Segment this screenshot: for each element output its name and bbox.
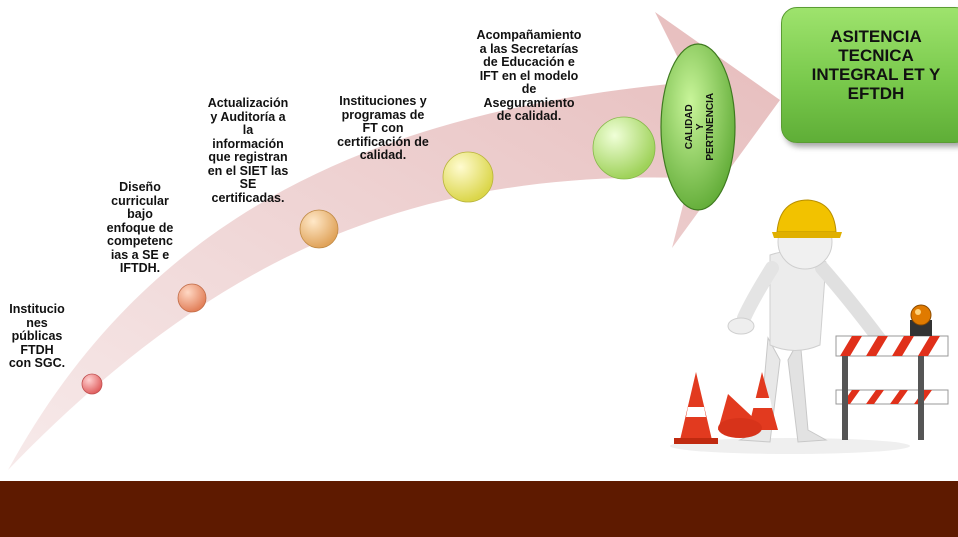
warning-light-icon [910, 304, 932, 336]
step-label-5: Acompañamiento a las Secretarías de Educ… [476, 28, 582, 123]
construction-worker-icon [670, 199, 910, 454]
step-circle-2 [177, 283, 207, 313]
goal-box [781, 7, 958, 143]
step-label-1: Institucio nes públicas FTDH con SGC. [8, 302, 66, 370]
bottom-band [0, 481, 958, 537]
step-circle-4 [442, 151, 494, 203]
step-circle-1 [81, 373, 103, 395]
step-circle-5 [592, 116, 656, 180]
traffic-cone-icon [674, 372, 778, 444]
road-barrier-icon [835, 335, 949, 440]
quality-badge-text-container: CALIDAD Y PERTINENCIA [660, 77, 742, 177]
quality-badge-label: CALIDAD Y PERTINENCIA [684, 93, 717, 161]
quality-badge [660, 43, 736, 211]
step-label-2: Diseño curricular bajo enfoque de compet… [106, 180, 174, 275]
step-circle-3 [299, 209, 339, 249]
step-label-4: Instituciones y programas de FT con cert… [337, 94, 429, 162]
goal-label: ASITENCIA TECNICA INTEGRAL ET Y EFTDH [811, 27, 941, 103]
step-label-3: Actualización y Auditoría a la informaci… [207, 96, 289, 205]
progress-arrow [8, 12, 780, 470]
